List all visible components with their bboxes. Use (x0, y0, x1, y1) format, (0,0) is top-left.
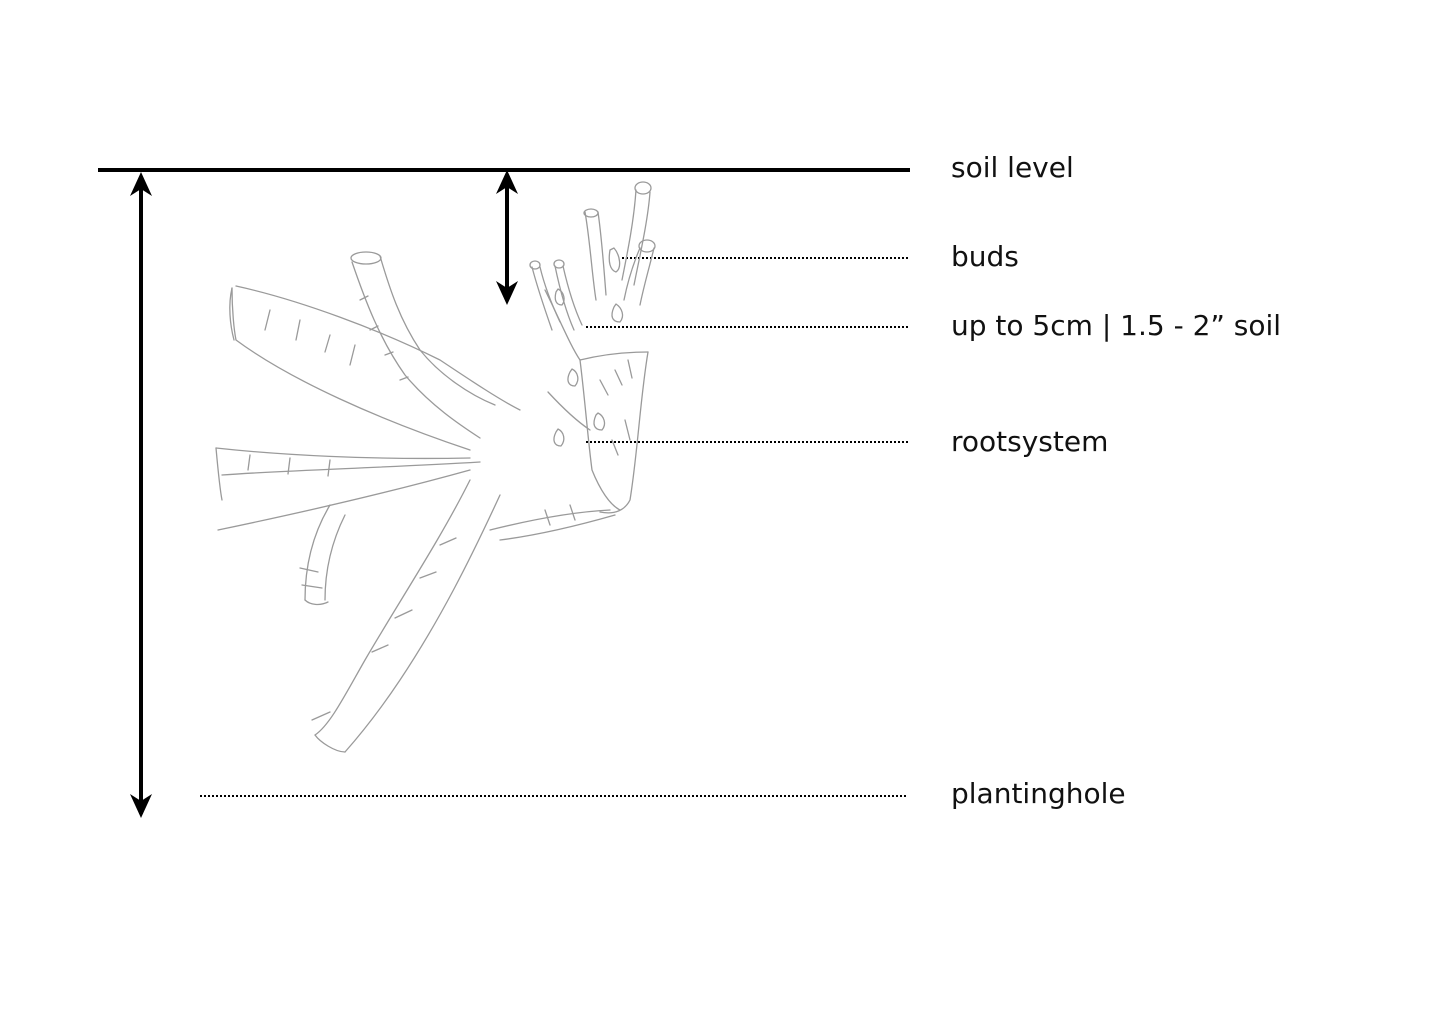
soil-depth-label: up to 5cm | 1.5 - 2” soil (951, 309, 1282, 342)
cover-depth-arrow-bottom (496, 281, 518, 305)
hole-depth-arrow-bottom (130, 794, 152, 818)
root-crown-sketch (215, 181, 656, 753)
cover-depth-arrow-top (496, 170, 518, 194)
buds-label: buds (951, 240, 1019, 273)
soil-level-label: soil level (951, 151, 1074, 184)
rootsystem-label: rootsystem (951, 425, 1109, 458)
hole-depth-arrow-top (130, 172, 152, 196)
plantinghole-label: plantinghole (951, 777, 1126, 810)
